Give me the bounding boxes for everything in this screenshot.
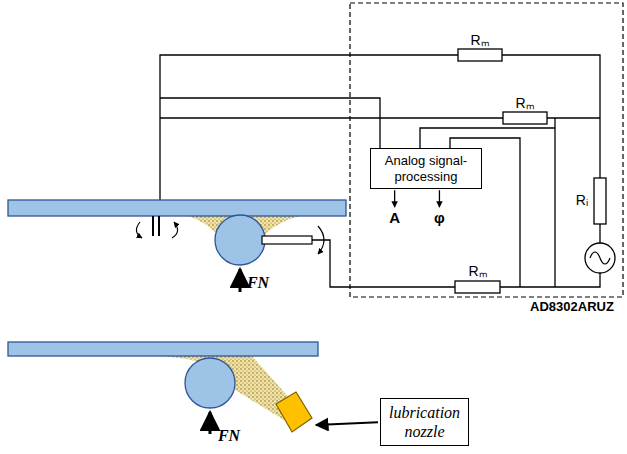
nozzle-body: [276, 392, 312, 432]
resistor-label: Rᵢ: [576, 193, 588, 208]
signal-name: φ: [434, 210, 445, 227]
signal-name: A: [389, 210, 400, 227]
force-label: FN: [247, 274, 269, 292]
ac-source: [585, 243, 615, 273]
force-label: FN: [218, 427, 240, 445]
node-text: lubrication nozzle: [389, 403, 460, 441]
output-arrow: [394, 190, 395, 207]
node-text: Analog signal-processing: [376, 153, 476, 184]
wires: [160, 55, 600, 287]
housing-outline: [350, 3, 623, 297]
callout-box: lubrication nozzle: [380, 398, 469, 446]
lower-test-rig: [8, 342, 318, 434]
processing-box: Analog signal-processing: [370, 148, 482, 189]
resistor-label: Rₘ: [515, 96, 534, 111]
leader-arrow: [316, 422, 378, 425]
resistor-label: Rₘ: [468, 264, 487, 279]
output-arrow: [439, 190, 440, 207]
resistor-label: Rₘ: [470, 33, 489, 48]
chip-name: AD8302ARUZ: [530, 300, 614, 314]
upper-test-rig: [8, 200, 346, 292]
